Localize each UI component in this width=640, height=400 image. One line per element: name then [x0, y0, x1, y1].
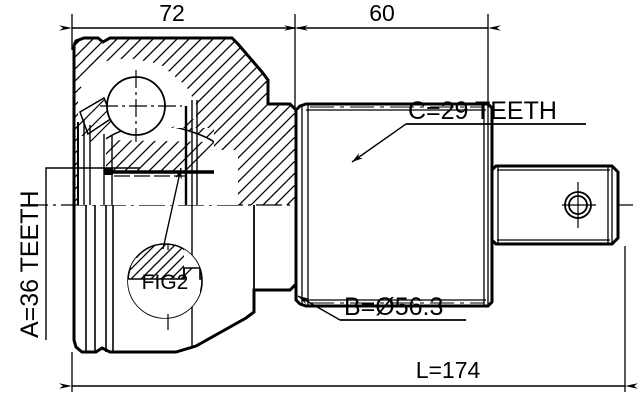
c-teeth-label: C=29 TEETH — [408, 97, 557, 125]
dimension-60-text: 60 — [369, 0, 395, 26]
b-diameter-label: B=Ø56.3 — [344, 293, 443, 321]
label-outer-spline-teeth: C=29 TEETH — [351, 97, 586, 163]
dimension-72-text: 72 — [159, 0, 185, 26]
bearing-cage-lines — [77, 100, 214, 205]
label-inner-spline-teeth: A=36 TEETH — [16, 167, 140, 340]
joint-housing-lower-outline — [72, 205, 298, 354]
label-bearing-diameter: B=Ø56.3 — [297, 293, 466, 321]
splined-shaft — [294, 102, 494, 308]
dimension-60: 60 — [284, 0, 501, 108]
end-stub-shaft — [490, 164, 620, 246]
a-teeth-label: A=36 TEETH — [16, 190, 44, 338]
dimension-overall-length: L=174 — [59, 246, 638, 392]
fig2-label: FIG2 — [142, 271, 189, 294]
dimension-72: 72 — [59, 0, 308, 112]
dimension-length-text: L=174 — [416, 357, 481, 383]
ball-bearing — [100, 70, 182, 142]
